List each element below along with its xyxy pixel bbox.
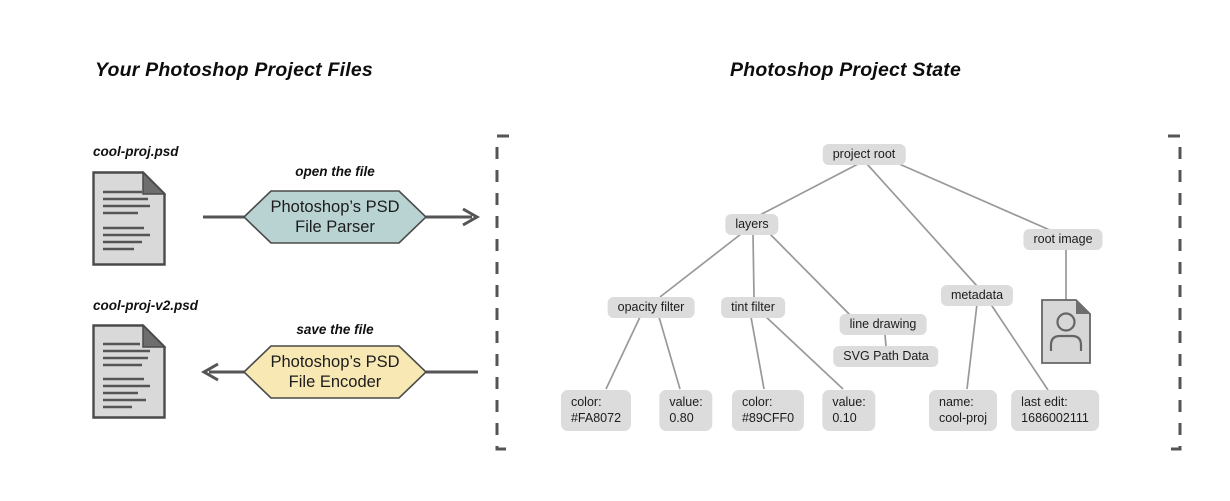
document-fold-icon [1076,300,1090,314]
parser-label: Photoshop’s PSD File Parser [270,198,400,236]
leaf-label: name: [939,395,974,409]
tree-node-project-root: project root [822,144,906,165]
leaf-meta-lastedit: last edit: 1686002111 [1011,390,1099,431]
document-fold-icon [142,324,166,348]
leaf-value: 1686002111 [1021,411,1089,425]
leaf-value: cool-proj [939,411,987,425]
image-file-icon [1041,299,1091,364]
text-lines-icon [103,342,150,409]
leaf-value: 0.80 [669,411,694,425]
tree-edges [605,162,1067,391]
state-brackets [495,134,1182,451]
tree-node-layers: layers [725,214,779,235]
tree-node-root-image: root image [1023,229,1103,250]
leaf-opacity-value: value: 0.80 [659,390,713,431]
text-lines-icon [103,190,150,251]
leaf-label: last edit: [1021,395,1068,409]
tree-node-opacity-filter: opacity filter [607,297,695,318]
encoder-label: Photoshop’s PSD File Encoder [270,353,400,391]
leaf-label: value: [669,395,703,409]
leaf-value: 0.10 [832,411,857,425]
right-panel-title: Photoshop Project State [730,59,962,81]
encoder-annotation: save the file [296,322,374,337]
dashed-bracket-left-icon [495,134,509,451]
flow-arrows [200,207,481,382]
encoder-hexagon: Photoshop’s PSD File Encoder [243,345,427,399]
file-label-bottom: cool-proj-v2.psd [93,298,199,313]
leaf-label: value: [832,395,866,409]
tree-node-metadata: metadata [940,285,1014,306]
leaf-opacity-color: color: #FA8072 [560,390,632,431]
leaf-value: #FA8072 [570,411,622,425]
person-icon [1049,312,1083,351]
tree-node-svg-path-data: SVG Path Data [833,346,939,367]
leaf-value: #89CFF0 [741,411,795,425]
leaf-label: color: [570,395,602,409]
leaf-tint-value: value: 0.10 [822,390,876,431]
dashed-bracket-right-icon [1168,134,1182,451]
left-panel-title: Your Photoshop Project Files [95,59,373,81]
leaf-meta-name: name: cool-proj [929,390,997,431]
tree-node-line-drawing: line drawing [839,314,927,335]
tree-node-tint-filter: tint filter [721,297,785,318]
leaf-label: color: [741,395,773,409]
leaf-tint-color: color: #89CFF0 [731,390,805,431]
psd-file-icon [92,171,166,266]
parser-annotation: open the file [295,164,375,179]
file-label-top: cool-proj.psd [93,144,179,159]
parser-hexagon: Photoshop’s PSD File Parser [243,190,427,244]
psd-file-icon-v2 [92,324,166,419]
document-fold-icon [142,171,166,195]
